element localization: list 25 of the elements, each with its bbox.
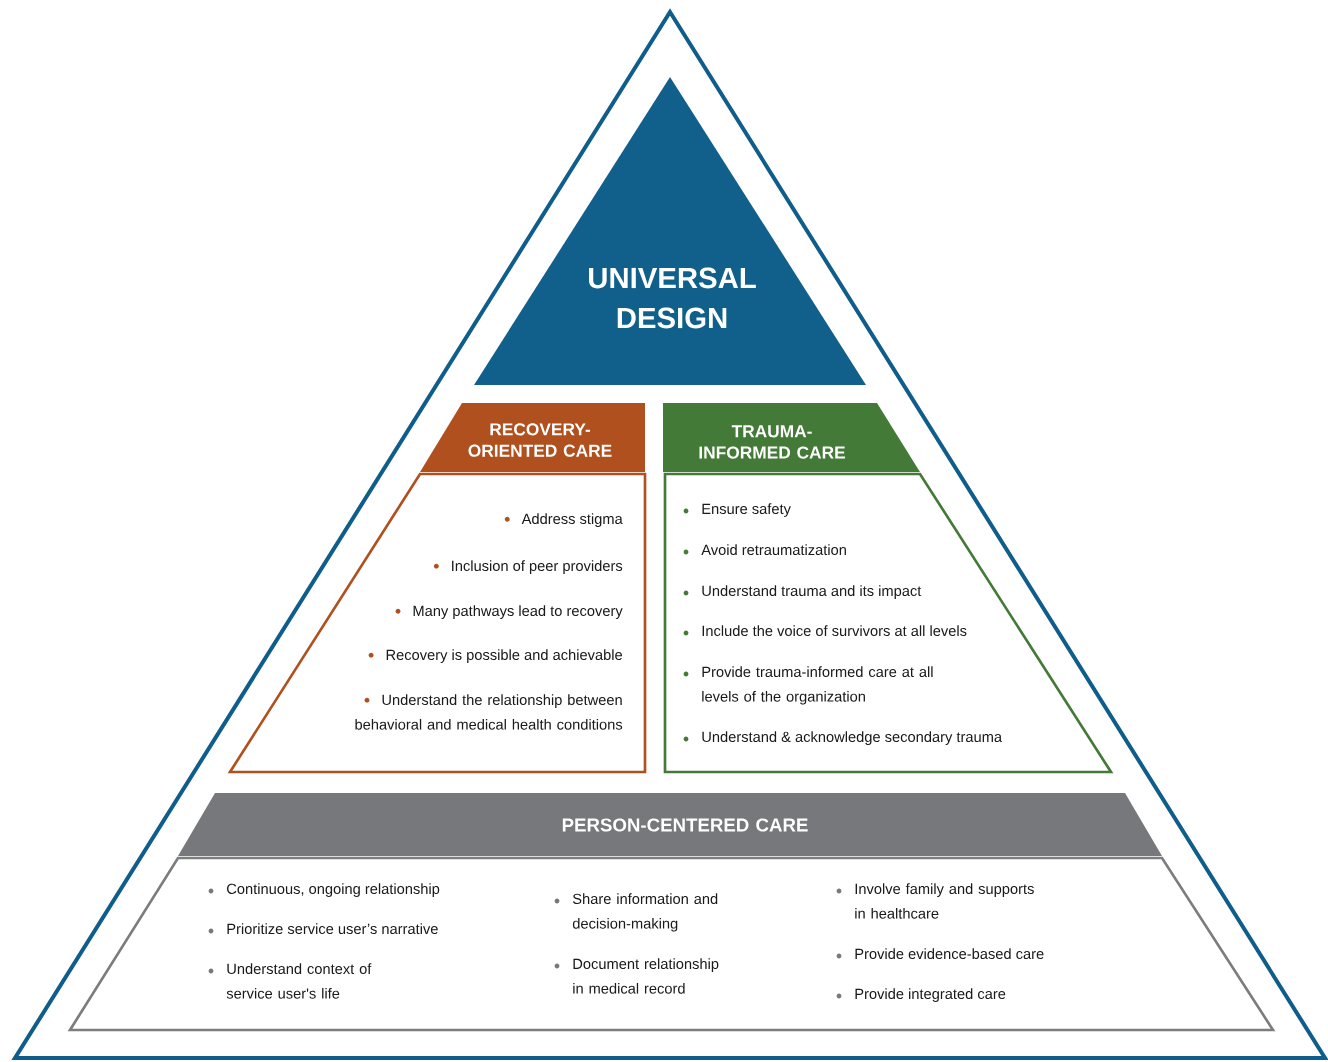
bullet-item: Avoid retraumatization	[683, 544, 846, 556]
bullet-item: Recovery is possible and achievable	[368, 649, 623, 663]
bullet-item: Many pathways lead to recovery	[395, 605, 623, 619]
bullet-item: Include the voice of survivors at all levels	[683, 625, 967, 637]
section-heading: UNIVERSAL DESIGN	[589, 267, 756, 329]
triangle	[474, 77, 866, 385]
bullet-item: Address stigma	[504, 513, 623, 527]
bullet-item: Provide trauma-informed care at all levels of the organization	[683, 666, 933, 705]
bullet-item: Provide evidence-based care	[836, 948, 1044, 960]
bullet-item: Understand context of service user's life	[208, 963, 372, 999]
section-heading: PERSON-CENTERED CARE	[562, 818, 808, 832]
bullet-item: Provide integrated care	[836, 988, 1006, 1002]
bullet-item: Understand trauma and its impact	[683, 585, 922, 599]
bullet-item: Understand the relationship between behavioral and medical health conditions	[355, 694, 623, 730]
bullet-item: Share information and decision-making	[554, 893, 718, 932]
section-heading: RECOVERY-ORIENTED CARE	[468, 423, 612, 457]
bullet-item: Document relationship in medical record	[554, 958, 719, 994]
bullet-item: Understand & acknowledge secondary trauma	[683, 731, 1003, 745]
bullet-item: Prioritize service user’s narrative	[208, 923, 438, 935]
pyramid-section	[663, 403, 1114, 774]
bullet-item: Inclusion of peer providers	[433, 560, 623, 574]
bullet-item: Involve family and supports in healthcare	[836, 883, 1034, 919]
section-heading: TRAUMA-INFORMED CARE	[699, 425, 845, 459]
bullet-item: Ensure safety	[683, 503, 791, 517]
bullet-item: Continuous, ongoing relationship	[208, 883, 440, 897]
